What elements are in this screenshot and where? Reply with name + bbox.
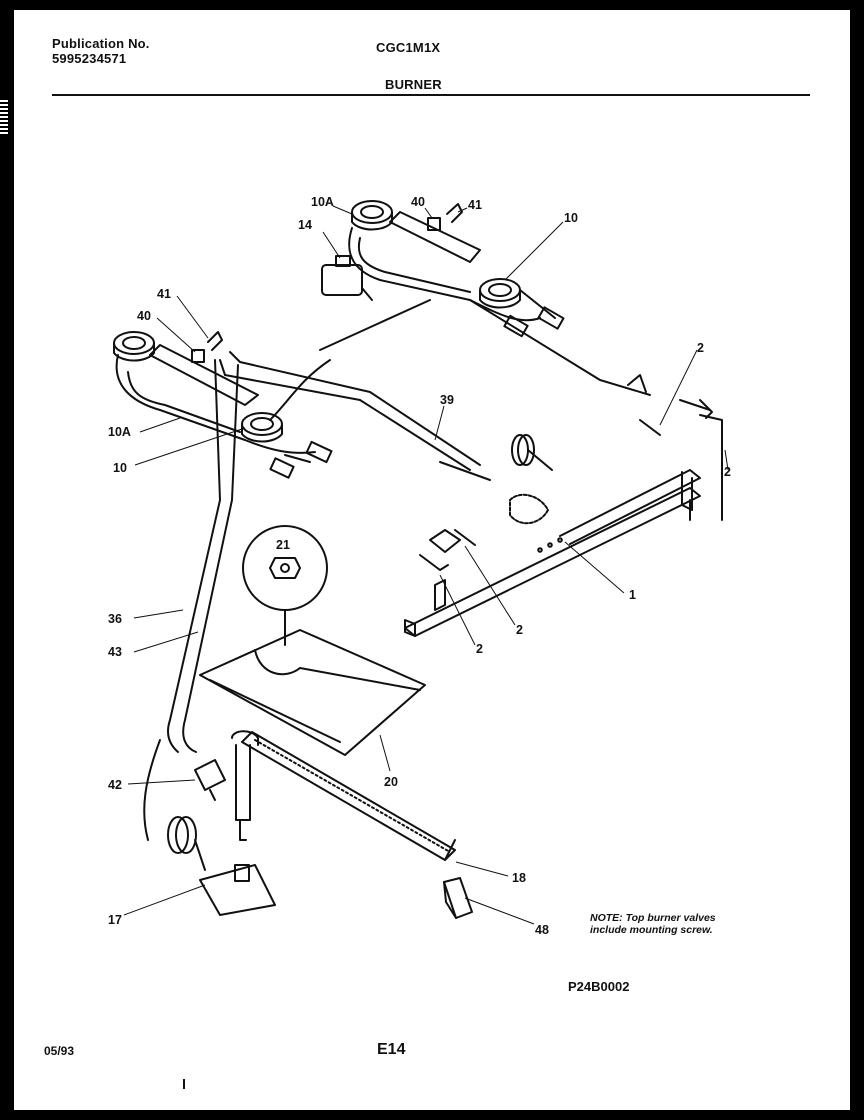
callout-10a-top: 10A: [311, 195, 334, 209]
callout-10-top: 10: [564, 211, 578, 225]
callout-2-upper: 2: [697, 341, 704, 355]
clip-parts: [191, 203, 463, 363]
model-number: CGC1M1X: [376, 40, 441, 55]
callout-48: 48: [535, 923, 549, 937]
figure-code: P24B0002: [568, 979, 630, 994]
ignitor-42: [194, 759, 226, 801]
regulator-14: [321, 255, 373, 301]
bracket-48: [443, 877, 473, 919]
section-title: BURNER: [385, 77, 442, 92]
parts-sheet: [14, 10, 850, 1110]
burner-valves: [419, 374, 713, 571]
callout-41-left: 41: [157, 287, 171, 301]
footer-page-code: E14: [377, 1041, 406, 1058]
callout-18: 18: [512, 871, 526, 885]
burner-rings: [113, 200, 521, 443]
callout-41-top: 41: [468, 198, 482, 212]
right-burner-assembly: [348, 211, 565, 338]
callout-10a-left: 10A: [108, 425, 131, 439]
footer-date: 05/93: [44, 1044, 75, 1058]
gas-tubing: [143, 299, 723, 841]
callout-40-top: 40: [411, 195, 425, 209]
note-line-1: NOTE: Top burner valves: [590, 912, 716, 924]
callout-20: 20: [384, 775, 398, 789]
mounting-screw-note: NOTE: Top burner valves include mounting…: [590, 912, 716, 936]
orifice-spring: [509, 434, 553, 525]
callout-17: 17: [108, 913, 122, 927]
callout-39: 39: [440, 393, 454, 407]
callout-2-mid: 2: [516, 623, 523, 637]
callout-1: 1: [629, 588, 636, 602]
leader-lines: [123, 205, 729, 925]
bottom-tick-mark: [183, 1079, 185, 1089]
bake-valve-17: [167, 816, 276, 916]
callout-43: 43: [108, 645, 122, 659]
bake-burner-18: [231, 730, 456, 861]
callout-14: 14: [298, 218, 312, 232]
bracket-bottom-left: [404, 579, 446, 637]
callout-36: 36: [108, 612, 122, 626]
note-line-2: include mounting screw.: [590, 924, 713, 936]
callout-2-low: 2: [476, 642, 483, 656]
left-burner-assembly: [115, 344, 333, 479]
nut-21-inset: [242, 525, 328, 646]
manifold-pipe-1: [404, 469, 701, 637]
callout-40-left: 40: [137, 309, 151, 323]
publication-number: 5995234571: [52, 51, 127, 66]
scan-margin-mark: [0, 100, 8, 134]
callout-10-left: 10: [113, 461, 127, 475]
header-rule: [52, 94, 810, 96]
callout-2-right: 2: [724, 465, 731, 479]
heat-shield-20: [199, 629, 426, 756]
callout-21: 21: [276, 538, 290, 552]
publication-label: Publication No.: [52, 36, 150, 51]
callout-42: 42: [108, 778, 122, 792]
